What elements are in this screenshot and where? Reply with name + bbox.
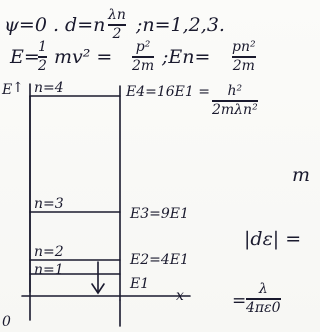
momentum-n-fraction: pn² 2m — [232, 40, 256, 74]
e4-fraction: h² 2mλn² — [212, 84, 258, 118]
arrow-head-icon — [91, 283, 105, 295]
up-arrow-icon: ↑ — [12, 80, 24, 96]
fraction-denominator: 2 — [38, 57, 47, 74]
fraction-denominator: 2mλn² — [212, 101, 258, 118]
fraction-numerator: λ — [258, 281, 268, 297]
e4-expression: E4=16E1 = — [126, 84, 210, 100]
fraction-numerator: p² — [135, 39, 151, 55]
fraction-bar — [246, 298, 281, 300]
energy-axis-label: E — [2, 82, 13, 98]
fraction-denominator: 2m — [232, 57, 255, 74]
fraction-bar — [132, 56, 155, 58]
origin-label: 0 — [2, 314, 11, 330]
e1-expression: E1 — [130, 276, 150, 292]
energy-lhs: E= — [10, 46, 40, 68]
fraction-numerator: 1 — [38, 39, 47, 55]
e3-expression: E3=9E1 — [130, 206, 189, 222]
fraction-numerator: λn — [108, 7, 126, 23]
e2-expression: E2=4E1 — [130, 252, 189, 268]
fraction-bar — [232, 56, 256, 58]
fraction-bar — [38, 56, 47, 58]
level-label-3: n=3 — [34, 196, 64, 212]
level-label-1: n=1 — [34, 262, 64, 278]
fraction-numerator: h² — [227, 83, 243, 99]
energy-level-lhs: ;En= — [162, 46, 211, 68]
right-fragment: m — [292, 164, 311, 186]
one-half-fraction: 1 2 — [38, 40, 47, 74]
level-label-4: n=4 — [34, 80, 64, 96]
fraction-numerator: pn² — [232, 39, 256, 55]
equals-sign: = — [232, 291, 247, 311]
fraction-bar — [212, 100, 258, 102]
fraction-denominator: 2m — [132, 57, 155, 74]
x-axis-label: x — [176, 288, 184, 304]
boundary-condition-lhs: ψ=0 . d=n — [4, 14, 106, 36]
lambda-fraction: λ 4πε0 — [246, 282, 281, 316]
level-label-2: n=2 — [34, 244, 64, 260]
de-expression: |dε| = — [244, 228, 302, 250]
fraction-bar — [108, 24, 126, 26]
momentum-fraction: p² 2m — [132, 39, 155, 74]
quantum-number-range: ;n=1,2,3. — [136, 14, 225, 36]
fraction-denominator: 4πε0 — [246, 299, 281, 316]
kinetic-energy-term: mv² = — [54, 46, 113, 68]
half-wavelength-fraction: λn 2 — [108, 8, 126, 42]
fraction-denominator: 2 — [112, 25, 122, 42]
